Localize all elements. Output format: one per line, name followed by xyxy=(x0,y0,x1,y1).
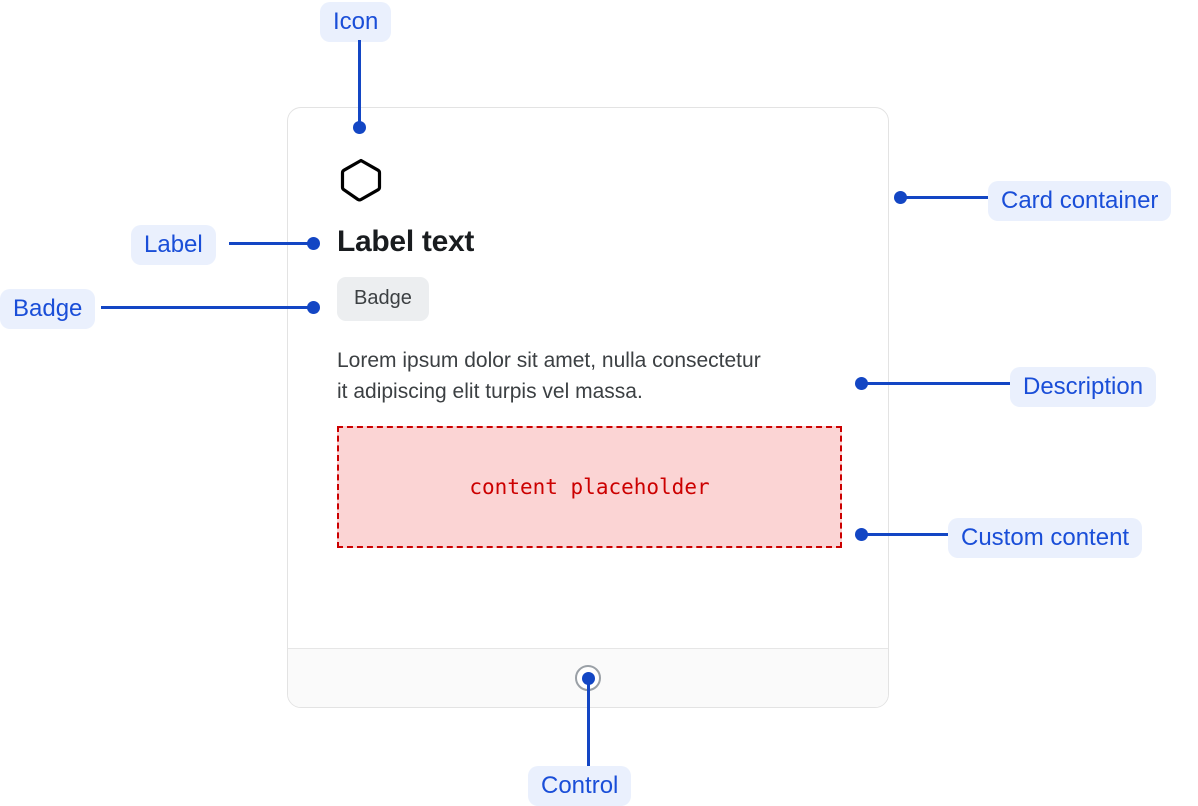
annotation-card-container-label: Card container xyxy=(988,181,1172,221)
annotation-badge-line xyxy=(101,305,313,309)
annotation-label-label: Label xyxy=(131,225,216,265)
annotation-badge-label: Badge xyxy=(0,289,96,329)
annotation-custom-content-line xyxy=(861,532,953,536)
card-label: Label text xyxy=(337,225,475,258)
card-badge: Badge xyxy=(337,277,429,321)
card-container[interactable]: Label text Badge Lorem ipsum dolor sit a… xyxy=(287,107,889,708)
placeholder-text: content placeholder xyxy=(469,475,710,499)
annotation-control-dot xyxy=(581,671,595,685)
annotation-icon-line xyxy=(357,40,361,128)
annotation-card-container-line xyxy=(900,195,990,199)
annotation-label-line xyxy=(229,241,313,245)
annotation-description-line xyxy=(861,381,1014,385)
annotation-icon-dot xyxy=(352,120,366,134)
custom-content-placeholder: content placeholder xyxy=(337,426,842,548)
annotation-icon-label: Icon xyxy=(320,2,392,42)
card-body: Label text Badge Lorem ipsum dolor sit a… xyxy=(288,108,888,649)
annotation-badge-dot xyxy=(306,300,320,314)
annotation-label-dot xyxy=(306,236,320,250)
hexagon-icon xyxy=(340,158,382,202)
card-description: Lorem ipsum dolor sit amet, nulla consec… xyxy=(337,349,761,403)
annotation-control-line xyxy=(586,678,590,767)
annotation-description-label: Description xyxy=(1010,367,1157,407)
annotation-control-label: Control xyxy=(528,766,632,806)
annotation-custom-content-label: Custom content xyxy=(948,518,1143,558)
